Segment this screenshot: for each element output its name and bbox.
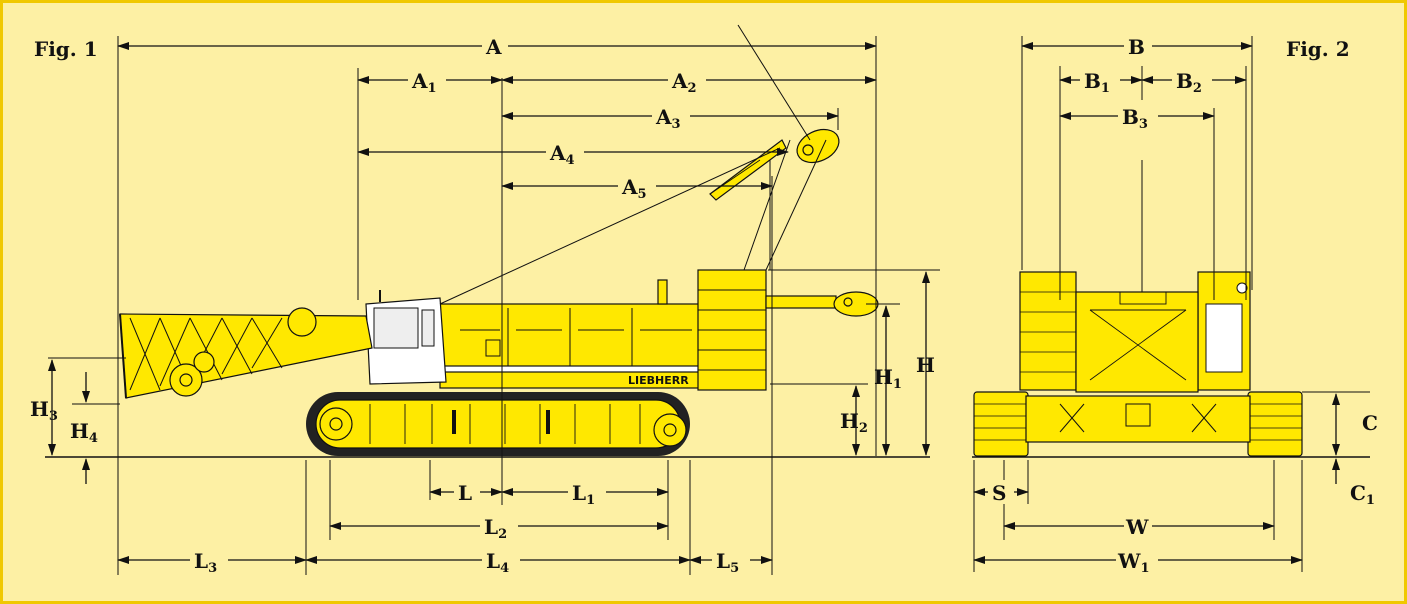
liebherr-logo-text: LIEBHERR bbox=[628, 374, 689, 387]
front-carbody bbox=[1025, 395, 1251, 443]
crane-side-view: LIEBHERR bbox=[45, 24, 940, 575]
extension-lines-fig1 bbox=[48, 36, 940, 575]
mast-and-pendants bbox=[439, 24, 840, 305]
fig2-label: Fig. 2 bbox=[1286, 37, 1350, 61]
label-l: L bbox=[458, 481, 472, 505]
label-h2: H2 bbox=[840, 409, 868, 436]
label-l3: L3 bbox=[194, 549, 217, 576]
label-a1: A1 bbox=[411, 69, 437, 96]
label-a4: A4 bbox=[549, 141, 575, 168]
label-c: C bbox=[1362, 411, 1378, 435]
label-s: S bbox=[992, 481, 1006, 505]
label-a5: A5 bbox=[621, 175, 647, 202]
label-b2: B2 bbox=[1176, 69, 1202, 96]
label-b3: B3 bbox=[1122, 105, 1148, 132]
label-b1: B1 bbox=[1084, 69, 1110, 96]
lattice-boom bbox=[119, 307, 373, 399]
label-a3: A3 bbox=[655, 105, 681, 132]
label-h: H bbox=[916, 353, 935, 377]
label-w: W bbox=[1125, 515, 1149, 539]
label-l2: L2 bbox=[484, 515, 507, 542]
label-h4: H4 bbox=[70, 419, 98, 446]
superstructure: LIEBHERR bbox=[365, 269, 879, 391]
label-b: B bbox=[1128, 35, 1145, 59]
label-l1: L1 bbox=[572, 481, 595, 508]
label-l5: L5 bbox=[716, 549, 739, 576]
extension-lines-fig2 bbox=[973, 36, 1370, 572]
crane-front-view bbox=[972, 36, 1370, 572]
label-backgrounds bbox=[190, 34, 1212, 572]
label-a2: A2 bbox=[671, 69, 697, 96]
label-l4: L4 bbox=[486, 549, 509, 576]
label-w1: W1 bbox=[1117, 549, 1150, 576]
crawler-track bbox=[306, 392, 690, 456]
label-c1: C1 bbox=[1350, 481, 1375, 508]
front-tracks bbox=[973, 391, 1303, 457]
fig1-label: Fig. 1 bbox=[34, 37, 98, 61]
label-a: A bbox=[485, 35, 502, 59]
label-h1: H1 bbox=[874, 365, 902, 392]
label-h3: H3 bbox=[30, 397, 58, 424]
